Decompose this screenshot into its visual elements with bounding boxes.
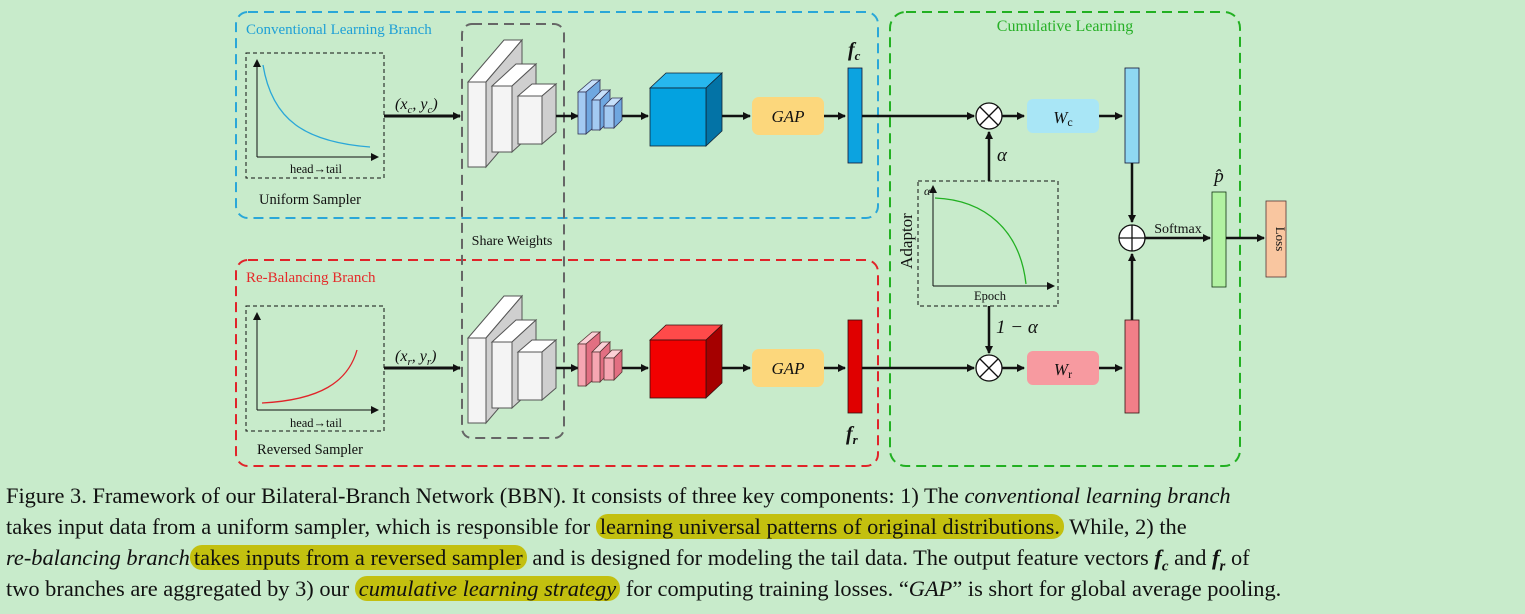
uniform-sampler-label: Uniform Sampler xyxy=(259,192,361,208)
adaptor-label: Adaptor xyxy=(897,213,916,269)
reversed-sampler-label: Reversed Sampler xyxy=(257,442,363,458)
wc-box xyxy=(1027,99,1099,133)
caption-line-1: Figure 3. Framework of our Bilateral-Bra… xyxy=(6,480,1519,511)
conv-blocks-blue xyxy=(576,79,623,135)
input-r-label: (xr, yr) xyxy=(395,348,436,368)
p-hat-label: p̂ xyxy=(1212,166,1224,187)
caption-text: for computing training losses. “ xyxy=(620,576,909,601)
caption-highlight: learning universal patterns of original … xyxy=(595,514,1064,539)
rebalancing-branch-frame xyxy=(235,259,879,467)
fc-feature-bar xyxy=(847,67,863,164)
adaptor-y-axis: α xyxy=(924,184,931,198)
rebalancing-branch-title: Re-Balancing Branch xyxy=(246,270,376,286)
reversed-sampler-plot xyxy=(245,305,385,432)
fr-label: fr xyxy=(846,423,859,447)
multiply-icon xyxy=(975,354,1003,382)
wr-box xyxy=(1027,351,1099,385)
caption-text: of xyxy=(1225,545,1250,570)
wc-output-bar xyxy=(1124,67,1140,164)
plus-icon xyxy=(1118,224,1146,252)
loss-box xyxy=(1265,200,1287,278)
caption-emphasis: GAP xyxy=(908,576,953,601)
wc-label: Wc xyxy=(1053,108,1073,129)
caption-emphasis: re-balancing branch xyxy=(6,545,190,570)
reversed-axis-label: head→tail xyxy=(290,416,343,430)
caption-text: and is designed for modeling the tail da… xyxy=(526,545,1155,570)
share-weights-label: Share Weights xyxy=(472,234,553,249)
caption-text: two branches are aggregated by 3) our xyxy=(6,576,355,601)
gap-label-top: GAP xyxy=(771,107,804,126)
caption-highlight: takes inputs from a reversed sampler xyxy=(189,545,527,570)
fc-label: fc xyxy=(848,39,861,63)
cumulative-learning-title: Cumulative Learning xyxy=(997,18,1133,35)
adaptor-x-axis: Epoch xyxy=(974,289,1007,303)
uniform-distribution-curve xyxy=(262,64,371,148)
wr-output-bar xyxy=(1124,319,1140,414)
reversed-distribution-curve xyxy=(261,349,358,404)
gap-box-top xyxy=(752,97,824,135)
gap-box-bottom xyxy=(752,349,824,387)
fr-feature-bar xyxy=(847,319,863,414)
conv-blocks-pink xyxy=(576,331,623,387)
caption-line-4: two branches are aggregated by 3) our cu… xyxy=(6,573,1519,604)
caption-emphasis: conventional learning branch xyxy=(964,483,1231,508)
adaptor-box xyxy=(917,180,1059,307)
caption-line-2: takes input data from a uniform sampler,… xyxy=(6,511,1519,542)
caption-text: Figure 3. Framework of our Bilateral-Bra… xyxy=(6,483,965,508)
one-minus-alpha-label: 1 − α xyxy=(996,317,1039,338)
caption-text: While, 2) the xyxy=(1063,514,1187,539)
caption-fc: fc xyxy=(1154,545,1169,575)
caption-fr: fr xyxy=(1212,545,1226,575)
wr-label: Wr xyxy=(1054,360,1072,381)
gap-label-bottom: GAP xyxy=(771,359,804,378)
shared-backbone-bottom xyxy=(466,294,558,425)
figure-caption: Figure 3. Framework of our Bilateral-Bra… xyxy=(6,480,1519,604)
loss-label: Loss xyxy=(1273,227,1288,252)
red-feature-cube xyxy=(648,324,724,399)
conventional-branch-title: Conventional Learning Branch xyxy=(246,22,432,38)
softmax-label: Softmax xyxy=(1154,222,1201,237)
input-c-label: (xc, yc) xyxy=(395,96,438,116)
adaptor-curve xyxy=(934,197,1027,285)
blue-feature-cube xyxy=(648,72,724,147)
caption-highlight: cumulative learning strategy xyxy=(354,576,621,601)
multiply-icon xyxy=(975,102,1003,130)
share-weights-frame xyxy=(461,23,565,439)
alpha-label: α xyxy=(997,145,1008,166)
caption-text: ” is short for global average pooling. xyxy=(952,576,1282,601)
caption-text: and xyxy=(1168,545,1213,570)
p-hat-bar xyxy=(1211,191,1227,288)
shared-backbone-top xyxy=(466,38,558,169)
caption-text: takes input data from a uniform sampler,… xyxy=(6,514,596,539)
uniform-sampler-plot xyxy=(245,52,385,179)
uniform-axis-label: head→tail xyxy=(290,162,343,176)
bbn-framework-diagram: Conventional Learning Branch Re-Balancin… xyxy=(235,11,1288,467)
